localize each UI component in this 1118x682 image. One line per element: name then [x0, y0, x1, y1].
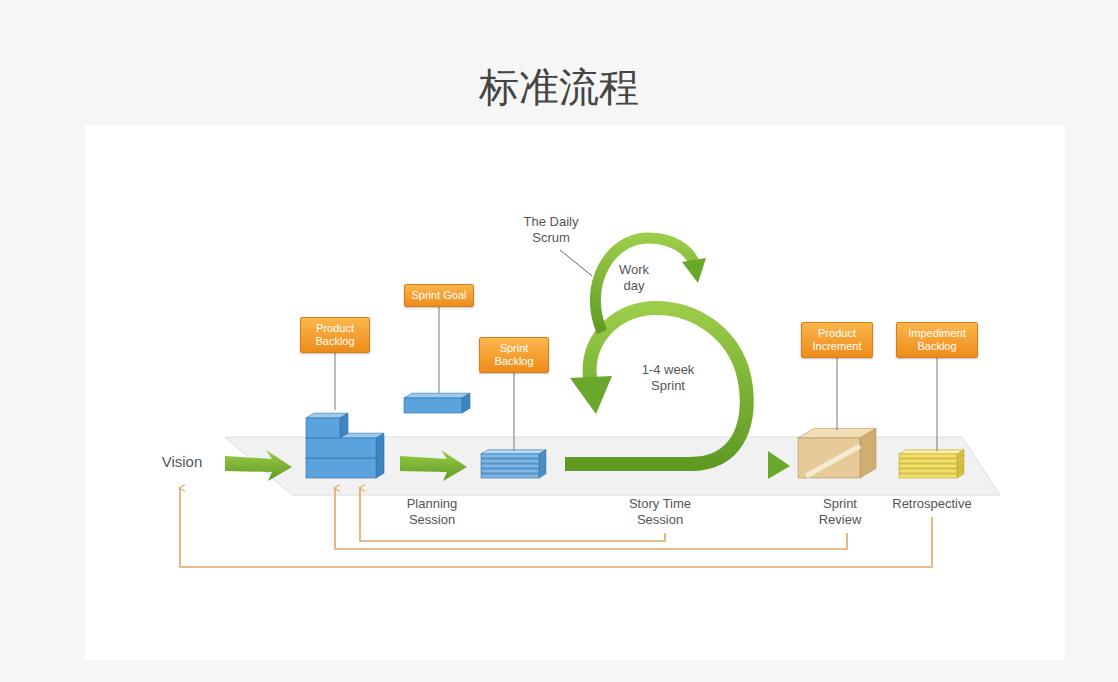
block	[481, 470, 546, 478]
block	[481, 460, 546, 468]
block	[481, 455, 546, 463]
block	[404, 393, 470, 413]
block	[899, 450, 964, 458]
block	[899, 455, 964, 463]
diagram-label: Work day	[612, 262, 656, 294]
diagram-label: Planning Session	[400, 496, 464, 528]
feedback-lines	[180, 488, 932, 567]
callout-box: Product Backlog	[300, 317, 370, 353]
artifact-blocks	[306, 393, 964, 478]
sprint-loop	[225, 238, 790, 481]
callout-box: Impediment Backlog	[896, 322, 978, 358]
callout-text: Product Increment	[805, 327, 869, 353]
panel	[85, 125, 1065, 660]
callout-box: Sprint Backlog	[479, 337, 549, 373]
diagram-label: Sprint Review	[812, 496, 868, 528]
diagram-label: Retrospective	[882, 496, 982, 512]
diagram-label: The Daily Scrum	[511, 214, 591, 246]
block	[798, 428, 876, 478]
block	[481, 450, 546, 458]
diagram-label: 1-4 week Sprint	[626, 362, 710, 394]
block	[899, 465, 964, 473]
diagram-label: Vision	[154, 454, 210, 470]
leader-line	[837, 358, 838, 430]
callout-text: Sprint Goal	[408, 289, 470, 302]
leader-line	[937, 358, 938, 451]
leader-line	[560, 250, 592, 276]
callout-text: Sprint Backlog	[483, 342, 545, 368]
block	[899, 470, 964, 478]
leader-line	[514, 373, 515, 451]
diagram-label: Story Time Session	[622, 496, 698, 528]
leader-line	[439, 307, 440, 393]
leader-line	[335, 353, 336, 410]
callout-text: Impediment Backlog	[900, 327, 974, 353]
block	[481, 465, 546, 473]
block	[899, 460, 964, 468]
block	[306, 413, 348, 438]
callout-box: Sprint Goal	[404, 284, 474, 307]
callout-box: Product Increment	[801, 322, 873, 358]
callout-text: Product Backlog	[304, 322, 366, 348]
page-title: 标准流程	[0, 60, 1118, 115]
